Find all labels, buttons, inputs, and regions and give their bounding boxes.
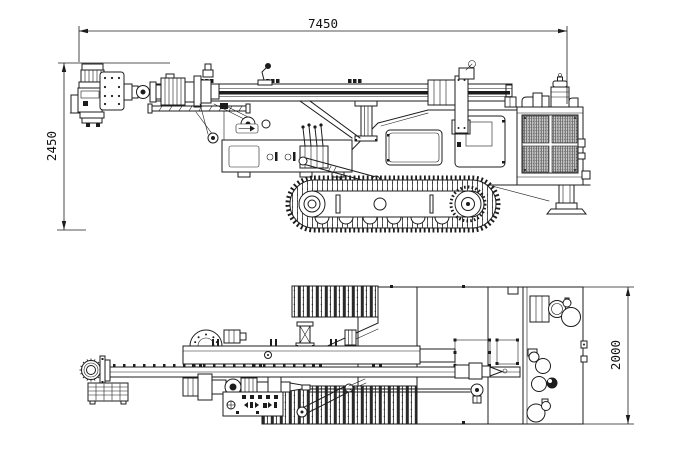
track-band-upper <box>291 285 379 318</box>
dimension-overall-length: 7450 <box>78 16 568 104</box>
jack-foot-pad <box>545 208 588 215</box>
beam-lever <box>257 63 273 86</box>
rear-support-jack <box>545 184 588 215</box>
plan-mast-brackets <box>453 338 519 380</box>
plan-view <box>79 285 588 425</box>
clamp-top-device <box>458 67 475 80</box>
track-rollers <box>314 216 450 225</box>
dimension-length-value: 7450 <box>308 16 338 31</box>
intake-elbow <box>521 96 534 108</box>
sub-rails <box>147 103 251 114</box>
drill-head-assembly <box>69 63 220 127</box>
air-cleaner <box>550 73 570 108</box>
track-grousers <box>285 175 501 233</box>
dimension-width-value: 2000 <box>608 340 623 370</box>
support-column <box>354 100 378 142</box>
plan-rod-swivel <box>309 383 484 404</box>
side-view <box>69 60 591 233</box>
exhaust-pipe <box>532 92 543 108</box>
plan-body-front <box>322 316 379 349</box>
door-handle <box>457 142 461 147</box>
dimension-overall-width: 2000 <box>583 286 634 425</box>
crawler-track <box>285 175 501 233</box>
dimension-overall-height: 2450 <box>44 62 170 231</box>
idler-wheel <box>298 190 326 218</box>
drive-sprocket <box>449 185 487 223</box>
engine-deck-components <box>504 73 579 108</box>
dimension-height-value: 2450 <box>44 131 59 161</box>
plan-leaf-stack <box>87 382 129 405</box>
engine-compartment <box>516 106 591 186</box>
mast-clamp <box>427 60 476 135</box>
kelly-bar <box>150 91 510 95</box>
sheave-linkage <box>195 103 271 144</box>
plan-drill-bit <box>79 355 111 386</box>
plan-support-column <box>295 321 315 348</box>
plan-operator-platform <box>222 391 284 417</box>
plan-engine-components <box>526 295 588 423</box>
plan-motor <box>223 329 241 344</box>
